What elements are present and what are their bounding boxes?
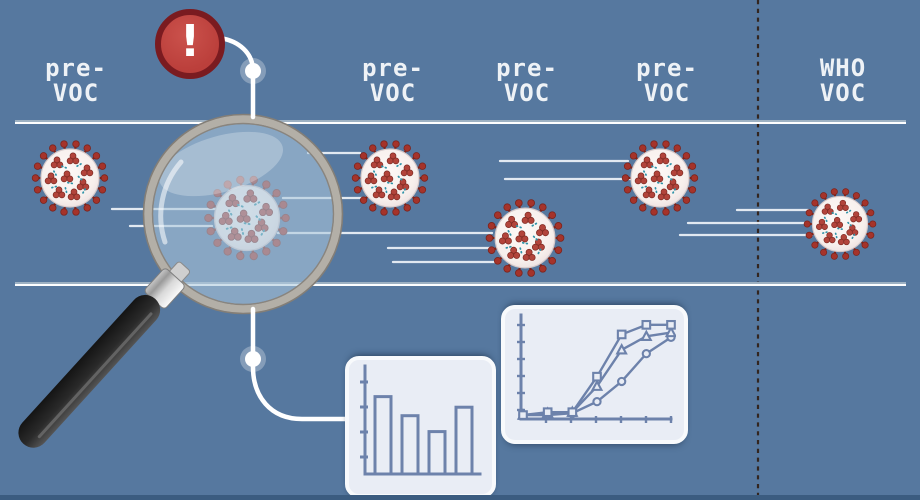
connector-node-to-barchart — [250, 364, 353, 422]
lane-label-line2: VOC — [52, 79, 100, 107]
line-axes — [517, 313, 673, 423]
exclamation-icon: ! — [179, 16, 201, 67]
lane-label-pre-voc-1: pre-VOC — [45, 56, 107, 106]
lane-label-line1: pre- — [496, 54, 558, 82]
line-chart-icon — [501, 305, 688, 444]
lens-glint — [158, 159, 184, 245]
lane-label-pre-voc-4: pre-VOC — [636, 56, 698, 106]
lane-label-line2: VOC — [819, 79, 867, 107]
virus-particle — [31, 140, 109, 216]
alert-exclamation-badge: ! — [155, 9, 225, 79]
connector-node-dot — [245, 63, 261, 79]
lane-label-pre-voc-2: pre-VOC — [362, 56, 424, 106]
connector-node-dot — [245, 351, 261, 367]
handle-grip — [18, 294, 161, 448]
line-chart-drawing — [516, 313, 676, 423]
lane-label-line1: pre- — [45, 54, 107, 82]
magnifying-glass — [18, 113, 344, 448]
line-series-square — [518, 319, 676, 420]
lane-label-line2: VOC — [369, 79, 417, 107]
lane-label-line1: pre- — [362, 54, 424, 82]
virus-particle — [351, 140, 429, 216]
lens-highlight — [158, 131, 284, 197]
lane-label-line1: WHO — [819, 54, 867, 82]
magnifier-lens — [153, 124, 333, 304]
magnifier-rim-inner-edge — [151, 122, 335, 306]
bar-chart-icon — [345, 356, 496, 498]
virus-particle — [621, 140, 699, 216]
virus-particle — [485, 199, 565, 277]
lane-label-line2: VOC — [503, 79, 551, 107]
lane-label-line1: pre- — [636, 54, 698, 82]
timeline-top-line — [15, 120, 906, 124]
canvas-bottom-edge — [0, 495, 920, 500]
callout-connectors — [217, 35, 353, 422]
timeline-bottom-line — [15, 282, 906, 286]
virus-particle — [803, 188, 877, 260]
bar — [427, 430, 447, 476]
magnifier-rim-outer-edge — [142, 113, 344, 315]
magnifier-rim — [144, 115, 342, 313]
bar — [454, 405, 474, 476]
bar — [373, 395, 393, 476]
magnifier-handle — [18, 261, 191, 448]
handle-highlight — [37, 312, 153, 439]
bar-chart-drawing — [360, 364, 482, 476]
lane-label-line2: VOC — [643, 79, 691, 107]
bar — [400, 414, 420, 476]
lane-label-pre-voc-3: pre-VOC — [496, 56, 558, 106]
